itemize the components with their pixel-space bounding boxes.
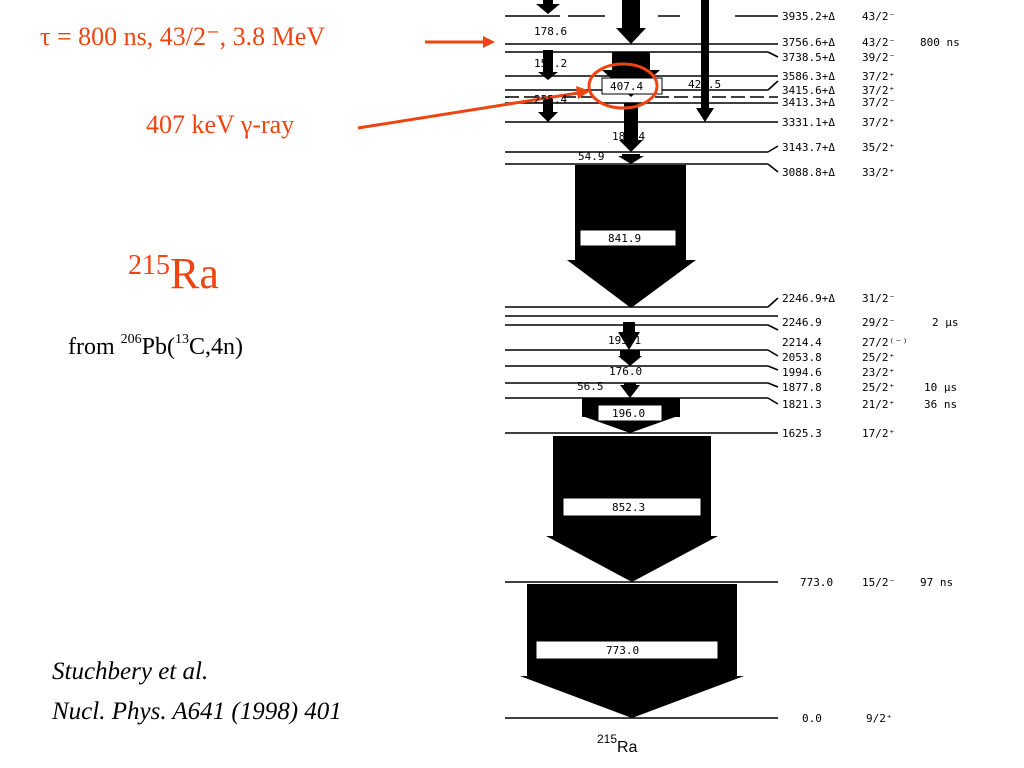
reference-journal: Nucl. Phys. A641 (1998) 401 bbox=[52, 698, 342, 725]
transition-label: 152.2 bbox=[534, 57, 567, 70]
level-energy: 2053.8 bbox=[782, 351, 822, 364]
level-energy: 1877.8 bbox=[782, 381, 822, 394]
level-spin: 29/2⁻ bbox=[862, 316, 895, 329]
level-spin: 27/2⁽⁻⁾ bbox=[862, 336, 908, 349]
gamma-ray-arrow bbox=[357, 91, 579, 130]
reaction-label: from 206Pb(13C,4n) bbox=[68, 332, 243, 361]
transition-label: 773.0 bbox=[606, 644, 639, 657]
level-energy: 0.0 bbox=[802, 712, 822, 725]
level-spin: 33/2⁺ bbox=[862, 166, 895, 179]
scheme-element-symbol: Ra bbox=[617, 739, 638, 756]
level-spin: 37/2⁺ bbox=[862, 84, 895, 97]
level-spin: 43/2⁻ bbox=[862, 36, 895, 49]
level-halflife: 36 ns bbox=[924, 398, 957, 411]
level-spin: 43/2⁻ bbox=[862, 10, 895, 23]
level-energy: 3088.8+Δ bbox=[782, 166, 835, 179]
level-spin: 25/2⁺ bbox=[862, 351, 895, 364]
beam-rest: C,4n) bbox=[189, 334, 243, 360]
level-energy: 3415.6+Δ bbox=[782, 84, 835, 97]
level-spin: 9/2⁺ bbox=[866, 712, 893, 725]
target-mass-number: 206 bbox=[120, 332, 142, 347]
transition-label: 54.9 bbox=[578, 150, 605, 163]
gamma-ray-annotation: 407 keV γ-ray bbox=[146, 110, 295, 139]
level-spin: 37/2⁺ bbox=[862, 116, 895, 129]
transition-labels: 178.6 152.2 255.4 407.4 425.5 187.4 54.9… bbox=[534, 25, 721, 657]
transition-label: 407.4 bbox=[610, 80, 643, 93]
transition-label: 187.4 bbox=[612, 130, 645, 143]
level-spin: 37/2⁻ bbox=[862, 96, 895, 109]
level-halflife: 2 μs bbox=[932, 316, 959, 329]
transition-label: 193.1 bbox=[608, 334, 641, 347]
transition-label: 56.5 bbox=[577, 380, 604, 393]
level-spin: 15/2⁻ bbox=[862, 576, 895, 589]
level-energy: 3331.1+Δ bbox=[782, 116, 835, 129]
nucleus-mass-number: 215 bbox=[128, 250, 170, 281]
transition-label: 196.0 bbox=[612, 407, 645, 420]
nucleus-title: 215Ra bbox=[128, 248, 219, 299]
transition-label-boxes bbox=[535, 77, 719, 660]
level-energy: 3413.3+Δ bbox=[782, 96, 835, 109]
level-spin: 31/2⁻ bbox=[862, 292, 895, 305]
level-halflife-labels: 800 ns 2 μs 10 μs 36 ns 97 ns bbox=[920, 36, 960, 589]
level-halflife: 800 ns bbox=[920, 36, 960, 49]
annotation-graphics bbox=[357, 36, 659, 130]
level-spin: 23/2⁺ bbox=[862, 366, 895, 379]
level-energy: 773.0 bbox=[800, 576, 833, 589]
level-spin: 37/2⁺ bbox=[862, 70, 895, 83]
level-energy: 3143.7+Δ bbox=[782, 141, 835, 154]
transition-label: 178.6 bbox=[534, 25, 567, 38]
level-energy-labels: 3935.2+Δ 3756.6+Δ 3738.5+Δ 3586.3+Δ 3415… bbox=[782, 10, 835, 725]
level-energy: 2214.4 bbox=[782, 336, 822, 349]
level-spin-labels: 43/2⁻ 43/2⁻ 39/2⁻ 37/2⁺ 37/2⁺ 37/2⁻ 37/2… bbox=[862, 10, 908, 725]
level-energy: 1625.3 bbox=[782, 427, 822, 440]
level-spin: 35/2⁺ bbox=[862, 141, 895, 154]
scheme-nucleus-label: 215 Ra bbox=[597, 732, 638, 756]
level-energy: 2246.9 bbox=[782, 316, 822, 329]
beam-mass-number: 13 bbox=[175, 332, 189, 347]
transition-label: 841.9 bbox=[608, 232, 641, 245]
scheme-mass-number: 215 bbox=[597, 732, 617, 746]
level-halflife: 97 ns bbox=[920, 576, 953, 589]
reaction-prefix: from bbox=[68, 334, 121, 360]
isomer-arrowhead bbox=[483, 36, 495, 48]
level-energy: 3756.6+Δ bbox=[782, 36, 835, 49]
nucleus-symbol: Ra bbox=[170, 249, 219, 298]
level-energy: 1994.6 bbox=[782, 366, 822, 379]
level-energy: 3586.3+Δ bbox=[782, 70, 835, 83]
level-spin: 17/2⁺ bbox=[862, 427, 895, 440]
transition-label: 425.5 bbox=[688, 78, 721, 91]
transition-label: 176.0 bbox=[609, 365, 642, 378]
level-spin: 39/2⁻ bbox=[862, 51, 895, 64]
isomer-annotation: τ = 800 ns, 43/2⁻, 3.8 MeV bbox=[40, 22, 326, 51]
level-spin: 25/2⁺ bbox=[862, 381, 895, 394]
level-energy: 1821.3 bbox=[782, 398, 822, 411]
reference-authors: Stuchbery et al. bbox=[52, 658, 209, 685]
level-spin: 21/2⁺ bbox=[862, 398, 895, 411]
transition-label: 852.3 bbox=[612, 501, 645, 514]
gamma-ray-circle bbox=[587, 62, 659, 110]
level-energy: 2246.9+Δ bbox=[782, 292, 835, 305]
gamma-ray-arrowhead bbox=[576, 86, 590, 99]
transition-label: 255.4 bbox=[534, 93, 567, 106]
level-energy: 3935.2+Δ bbox=[782, 10, 835, 23]
level-halflife: 10 μs bbox=[924, 381, 957, 394]
level-energy: 3738.5+Δ bbox=[782, 51, 835, 64]
target-symbol: Pb( bbox=[141, 334, 175, 360]
